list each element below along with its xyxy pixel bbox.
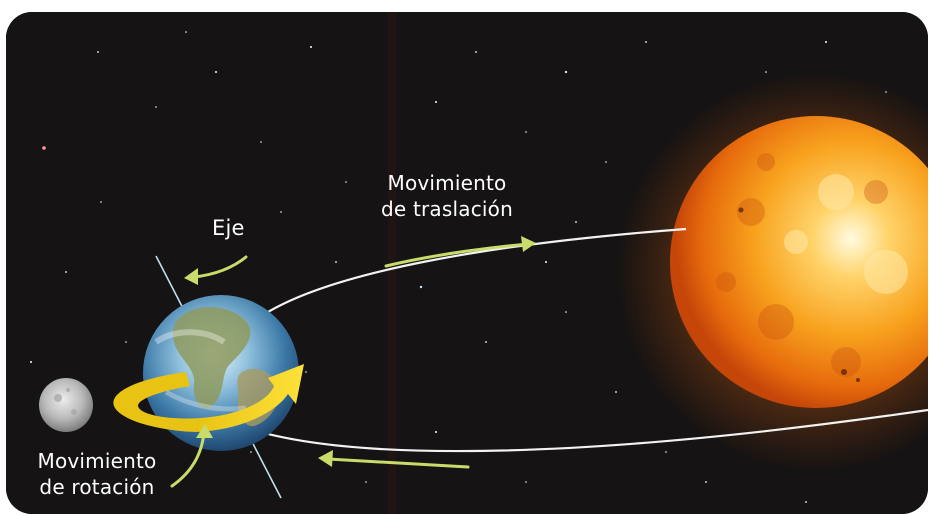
moon-illustration <box>39 378 93 432</box>
axis-pointer-arrow <box>192 255 248 279</box>
sun-illustration <box>616 72 928 472</box>
rotation-pointer-head <box>196 424 213 438</box>
translation-label-line-1: Movimiento <box>387 171 507 195</box>
arrow-heads <box>184 236 536 467</box>
translation-arrow-bottom <box>326 457 470 469</box>
rotation-label-line-2: de rotación <box>39 475 155 499</box>
rotation-label-line-1: Movimiento <box>37 449 157 473</box>
translation-label: Movimiento de traslación <box>362 170 532 222</box>
illustration-frame: Eje Movimiento de traslación Movimiento … <box>6 12 928 514</box>
axis-label: Eje <box>212 216 245 240</box>
translation-label-line-2: de traslación <box>381 197 513 221</box>
rotation-arrow <box>113 364 304 432</box>
translation-arrow-top <box>384 242 530 268</box>
stars <box>30 31 887 503</box>
orbit-line-top <box>267 227 687 313</box>
rotation-label: Movimiento de rotación <box>22 448 172 500</box>
translation-arrow-top-head <box>521 236 536 252</box>
axis-pointer-head <box>184 268 198 285</box>
space-scene <box>6 12 928 514</box>
translation-arrow-bottom-head <box>318 450 333 467</box>
page-fold <box>388 12 396 514</box>
